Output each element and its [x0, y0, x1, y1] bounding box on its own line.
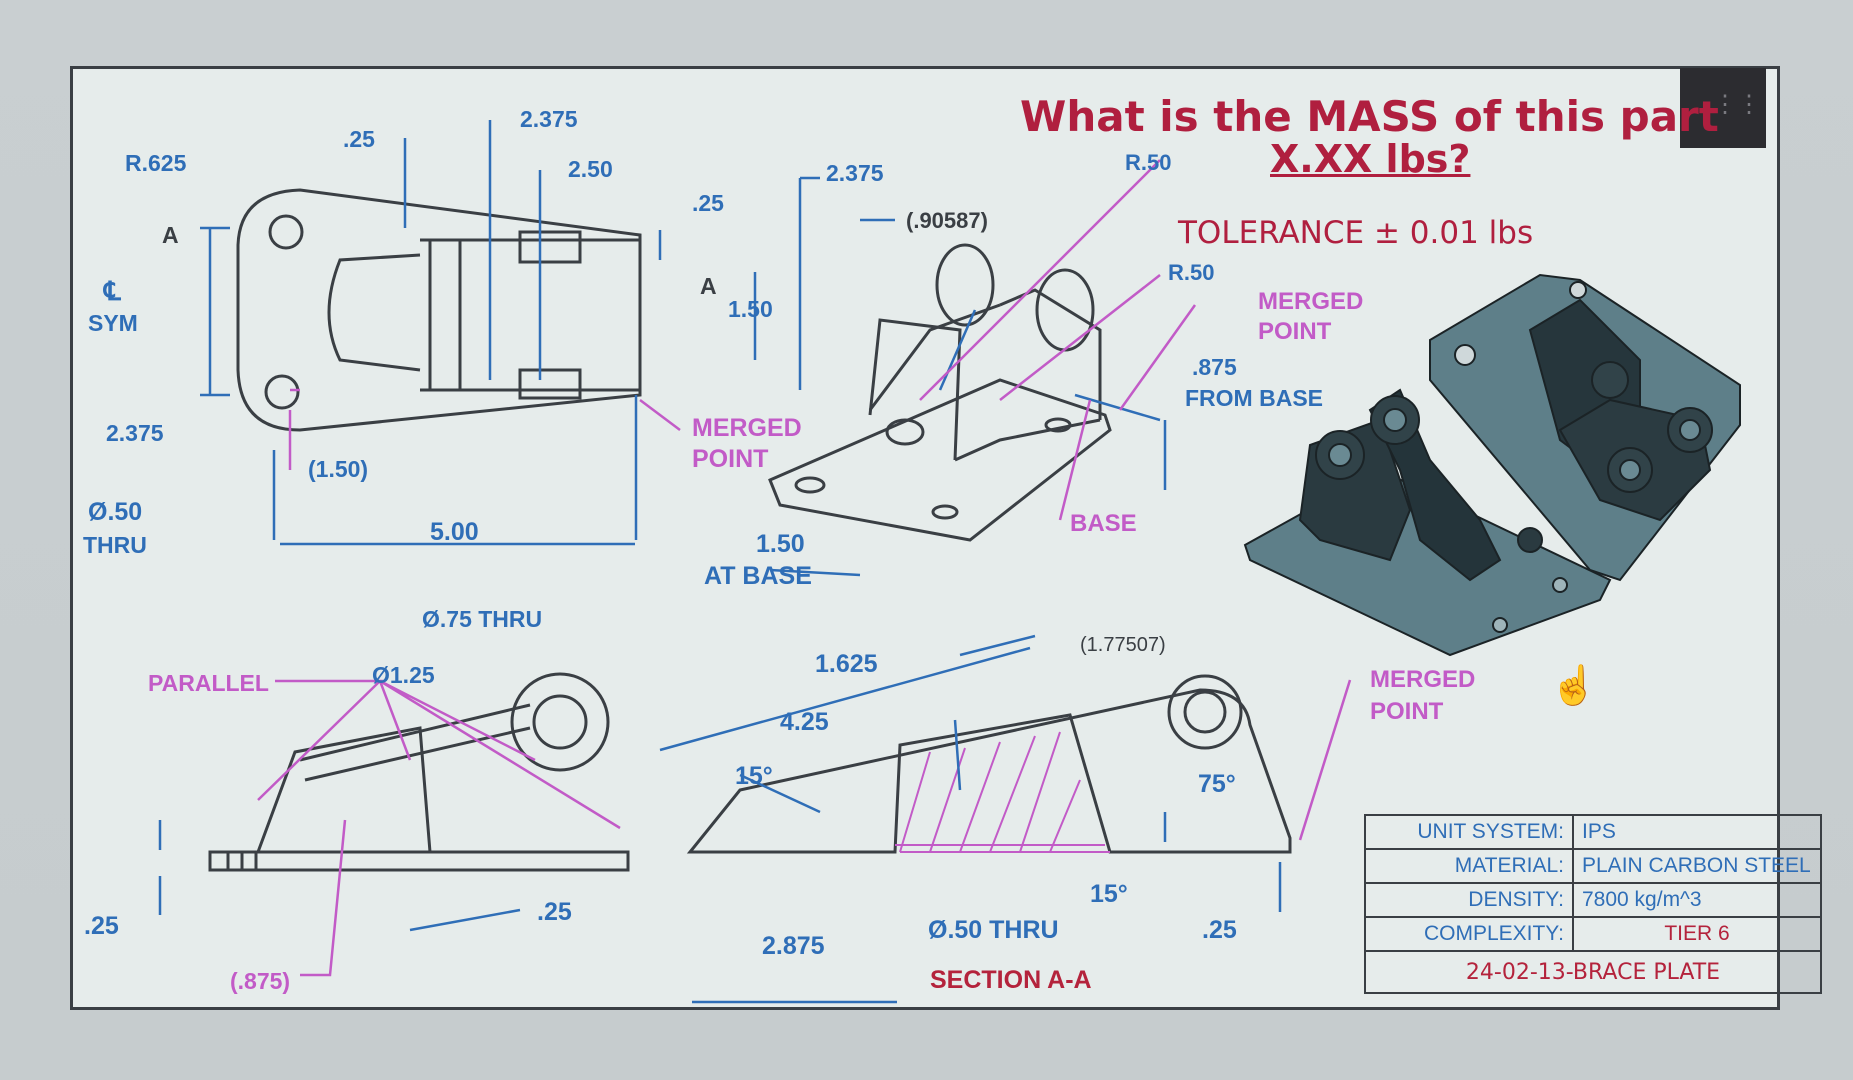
dim-500: 5.00 — [430, 518, 479, 546]
angle-75: 75° — [1198, 770, 1236, 798]
ref-875: (.875) — [230, 968, 291, 994]
dim-875: .875 — [1192, 354, 1237, 380]
window-corner-overlay[interactable]: ⋮⋮ — [1680, 68, 1766, 148]
hole-thru: THRU — [83, 532, 147, 558]
material-label: MATERIAL: — [1364, 848, 1574, 884]
dim-25-side-a: .25 — [84, 912, 119, 940]
dim-75-thru: Ø.75 THRU — [422, 606, 543, 632]
dim-150: 1.50 — [728, 296, 773, 322]
merged-point-top-1: MERGED — [692, 414, 802, 442]
dim-25-section: .25 — [1202, 916, 1237, 944]
radius-50-b: R.50 — [1168, 260, 1215, 285]
title-block-row: 24-02-13-BRACE PLATE — [1364, 950, 1822, 994]
sym-label: SYM — [88, 310, 138, 336]
iso-base-plate — [768, 378, 1112, 542]
dim-2375-b: 2.375 — [826, 160, 884, 186]
merged-point-section-1: MERGED — [1370, 666, 1476, 693]
density-label: DENSITY: — [1364, 882, 1574, 918]
merged-point-section-2: POINT — [1370, 698, 1444, 725]
side-boss-outer — [510, 672, 610, 772]
drawing-name: 24-02-13-BRACE PLATE — [1364, 950, 1822, 994]
section-marker-a: A — [162, 222, 179, 248]
ref-177507: (1.77507) — [1080, 634, 1166, 656]
from-base-label: FROM BASE — [1185, 385, 1323, 411]
dim-25-b: .25 — [692, 190, 724, 216]
dim-125: Ø1.25 — [372, 662, 435, 688]
question-title: What is the MASS of this part — [1020, 92, 1719, 141]
complexity-label: COMPLEXITY: — [1364, 916, 1574, 952]
angle-15-a: 15° — [735, 762, 773, 790]
radius-625: R.625 — [125, 150, 187, 176]
dim-25-top: .25 — [343, 126, 375, 152]
section-boss-outer — [1167, 674, 1243, 750]
section-label: SECTION A-A — [930, 966, 1092, 994]
title-block-row: DENSITY: 7800 kg/m^3 — [1364, 882, 1822, 918]
dim-150-ref: (1.50) — [308, 456, 369, 482]
parallel-label: PARALLEL — [148, 670, 269, 696]
unit-system-label: UNIT SYSTEM: — [1364, 814, 1574, 850]
side-view-base — [208, 850, 630, 872]
at-base-label: AT BASE — [704, 562, 812, 590]
complexity-value: TIER 6 — [1572, 916, 1822, 952]
unit-system-value: IPS — [1572, 814, 1822, 850]
section-outline — [686, 688, 1292, 854]
dim-2375-a: 2.375 — [520, 106, 578, 132]
title-block-row: UNIT SYSTEM: IPS — [1364, 814, 1822, 850]
shaded-iso-model-front — [1243, 388, 1612, 657]
top-hole-upper — [268, 214, 304, 250]
dim-2875: 2.875 — [762, 932, 825, 960]
title-block-row: COMPLEXITY: TIER 6 — [1364, 916, 1822, 952]
merged-point-iso-1: MERGED — [1258, 288, 1364, 315]
dim-150-iso: 1.50 — [756, 530, 805, 558]
density-value: 7800 kg/m^3 — [1572, 882, 1822, 918]
centerline-symbol: ℄ — [104, 276, 121, 306]
hole-50-thru: Ø.50 THRU — [928, 916, 1059, 944]
hand-cursor-icon: ☝ — [1550, 665, 1598, 707]
tolerance-label: TOLERANCE ± 0.01 lbs — [1178, 215, 1534, 251]
shaded-iso-model-back — [1429, 273, 1741, 582]
dim-250: 2.50 — [568, 156, 613, 182]
hole-callout: Ø.50 — [88, 498, 143, 526]
angle-15-b: 15° — [1090, 880, 1128, 908]
dim-2375-c: 2.375 — [106, 420, 164, 446]
dim-425: 4.25 — [780, 708, 829, 736]
top-hole-lower — [264, 374, 300, 410]
radius-50-a: R.50 — [1125, 150, 1172, 175]
answer-placeholder: X.XX lbs? — [1270, 137, 1471, 181]
more-icon: ⋮⋮ — [1713, 91, 1761, 118]
material-value: PLAIN CARBON STEEL — [1572, 848, 1822, 884]
title-block-row: MATERIAL: PLAIN CARBON STEEL — [1364, 848, 1822, 884]
ref-90587: (.90587) — [906, 208, 988, 233]
merged-point-top-2: POINT — [692, 445, 769, 473]
base-label: BASE — [1070, 510, 1137, 537]
title-block: UNIT SYSTEM: IPS MATERIAL: PLAIN CARBON … — [1364, 814, 1822, 994]
merged-point-iso-2: POINT — [1258, 318, 1332, 345]
dim-1625: 1.625 — [815, 650, 878, 678]
section-marker-a2: A — [700, 273, 717, 299]
dim-25-side-b: .25 — [537, 898, 572, 926]
